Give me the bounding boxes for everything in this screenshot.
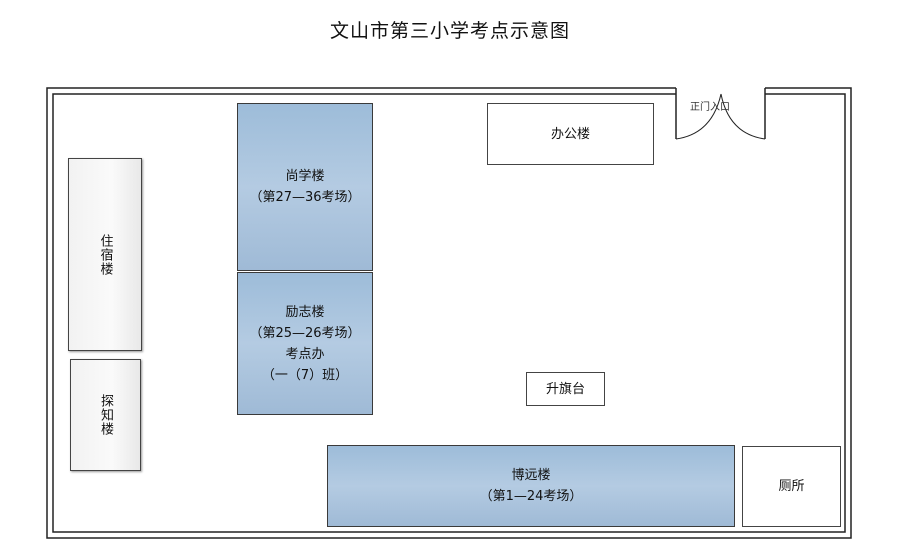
building-name: 尚学楼 bbox=[285, 169, 325, 184]
building-boyuan: 博远楼 （第1—24考场） bbox=[327, 445, 735, 527]
building-name: 博远楼 bbox=[511, 468, 551, 483]
building-name: 厕所 bbox=[778, 479, 805, 494]
building-lizhi: 励志楼 （第25—26考场） 考点办 （一（7）班） bbox=[237, 272, 373, 415]
main-entrance-label: 正门入口 bbox=[690, 102, 730, 113]
building-detail: （第27—36考场） bbox=[249, 190, 361, 205]
building-shangxue: 尚学楼 （第27—36考场） bbox=[237, 103, 373, 271]
exam-office: 考点办 bbox=[285, 346, 325, 362]
building-name: 办公楼 bbox=[550, 126, 590, 142]
building-name: 探知楼 bbox=[98, 394, 113, 436]
map-title: 文山市第三小学考点示意图 bbox=[329, 20, 570, 42]
building-detail: （第25—26考场） bbox=[249, 325, 361, 341]
building-name: 住宿楼 bbox=[97, 233, 113, 276]
building-bangong: 办公楼 bbox=[487, 103, 654, 165]
building-tanzhi: 探知楼 bbox=[70, 359, 141, 471]
toilet: 厕所 bbox=[742, 446, 841, 527]
building-name: 升旗台 bbox=[545, 381, 585, 397]
exam-office-class: （一（7）班） bbox=[261, 367, 349, 383]
building-zhusu: 住宿楼 bbox=[68, 158, 142, 351]
flag-platform: 升旗台 bbox=[526, 372, 605, 406]
building-detail: （第1—24考场） bbox=[479, 489, 583, 504]
building-name: 励志楼 bbox=[285, 304, 325, 320]
